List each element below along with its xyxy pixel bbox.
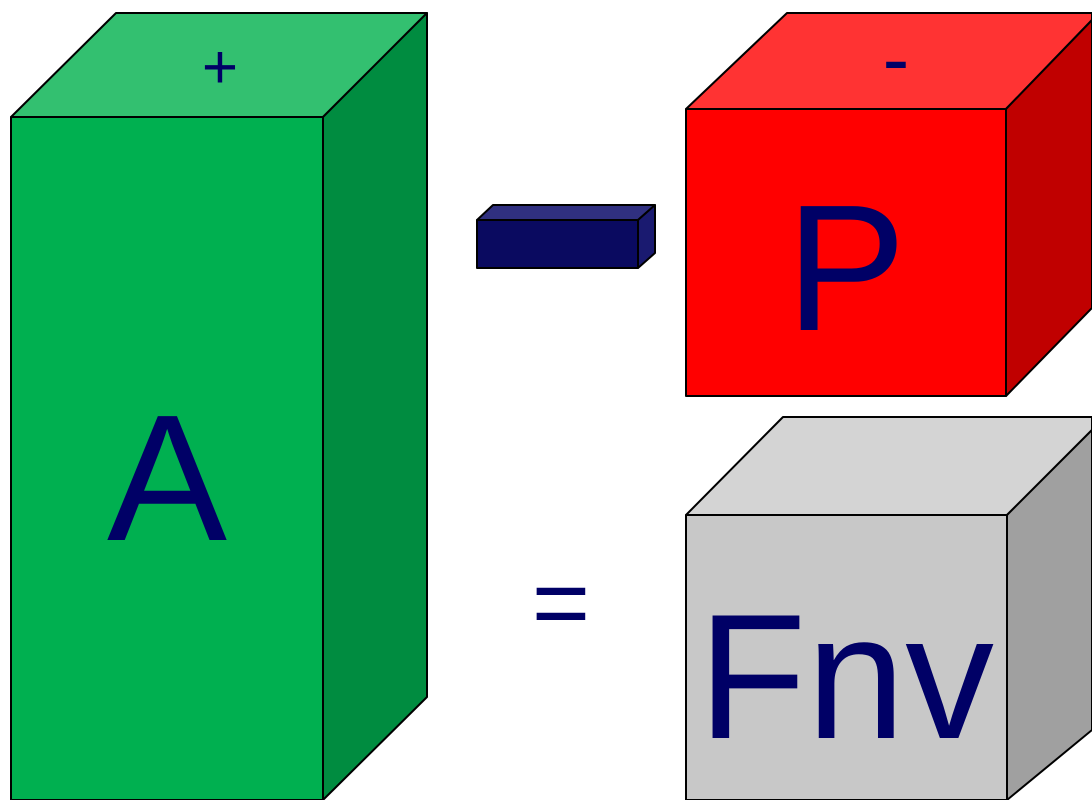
box-p-front-face bbox=[685, 108, 1007, 397]
box-a: + A bbox=[10, 12, 428, 800]
minus-operator bbox=[476, 204, 656, 269]
box-p-label: P bbox=[786, 168, 906, 369]
minus-bar-top-face bbox=[476, 204, 656, 221]
box-a-label: A bbox=[107, 378, 227, 579]
box-p-top-label: - bbox=[883, 14, 910, 103]
box-a-side-face bbox=[322, 12, 428, 800]
box-fnv-label: Fnv bbox=[698, 577, 994, 776]
box-fnv-front-face bbox=[685, 514, 1008, 800]
box-fnv: Fnv bbox=[685, 416, 1092, 800]
box-a-front-face bbox=[10, 116, 324, 800]
box-p: - P bbox=[685, 12, 1092, 397]
minus-bar-front-face bbox=[476, 219, 639, 269]
box-a-top-label: + bbox=[202, 33, 238, 102]
equals-operator: = bbox=[532, 547, 590, 659]
